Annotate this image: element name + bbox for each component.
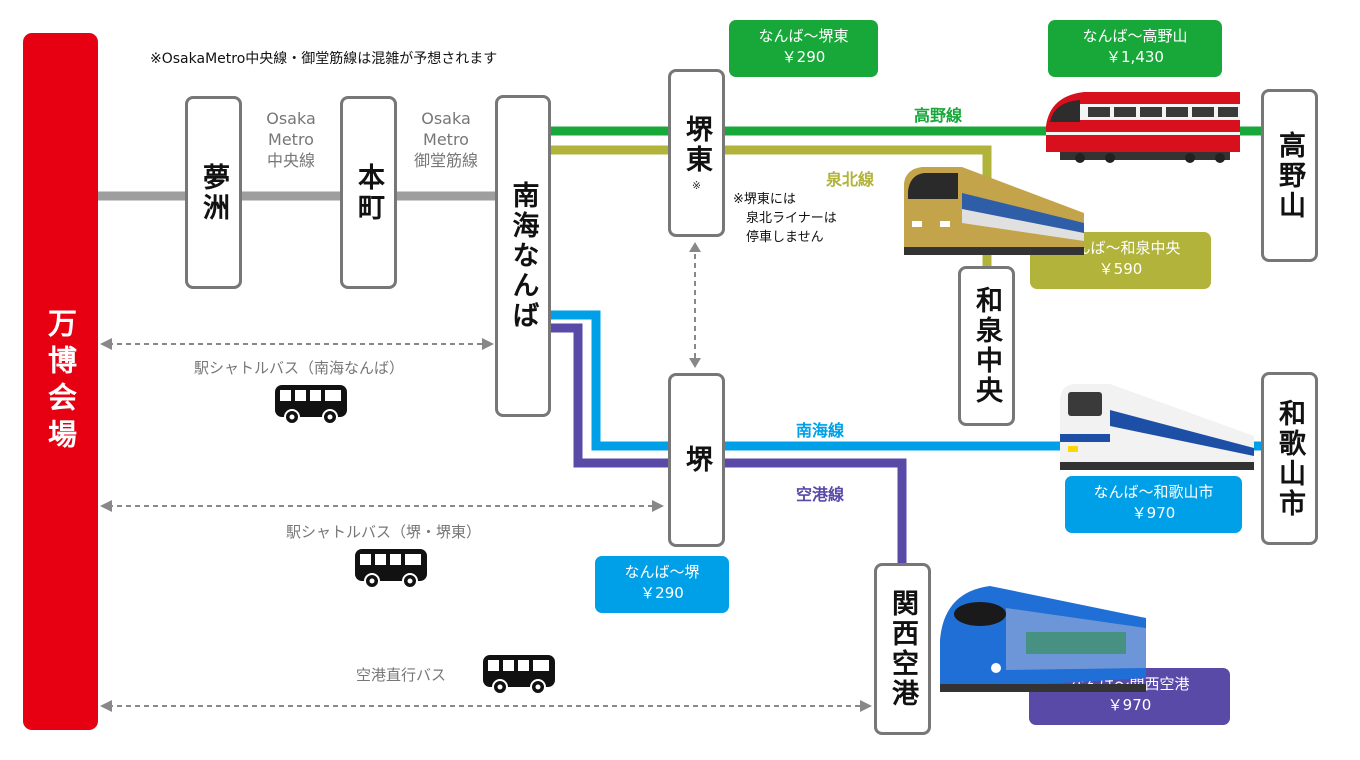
bus-icon [275,385,347,425]
station-namba-label: 南海なんば [507,181,539,331]
station-sakai[interactable]: 堺 [668,373,725,547]
station-sakai-label: 堺 [681,445,712,475]
station-yumeshima-label: 夢洲 [198,162,229,223]
station-sakaihigashi[interactable]: 堺東 ※ [668,69,725,237]
station-yumeshima[interactable]: 夢洲 [185,96,242,289]
bus-icon [483,655,555,695]
station-koyasan[interactable]: 高野山 [1261,89,1318,262]
sakaihigashi-note-2: 泉北ライナーは [746,211,837,226]
nankai-line-label: 南海線 [796,421,845,440]
fare-sakai: なんば〜堺 ￥290 [595,556,729,613]
fare-izumichuo-route: なんば〜和泉中央 [1060,239,1181,257]
sakaihigashi-note-1: ※堺東には [733,192,796,207]
fare-wakayamashi: なんば〜和歌山市 ￥970 [1065,476,1242,533]
station-namba[interactable]: 南海なんば [495,95,551,417]
fare-sakai-route: なんば〜堺 [624,563,700,581]
station-kansai-airport[interactable]: 関西空港 [874,563,931,735]
gold-senboku-liner-train-icon [904,167,1084,255]
fare-koyasan: なんば〜高野山 ￥1,430 [1048,20,1222,77]
nankai-main-line [548,310,1262,451]
bus-airport-label: 空港直行バス [356,666,447,684]
station-sakaihigashi-mark: ※ [691,178,702,192]
metro-midosuji-label: Osaka Metro 御堂筋線 [398,108,494,171]
fare-koyasan-price: ￥1,430 [1106,48,1164,66]
station-koyasan-label: 高野山 [1274,130,1305,221]
senboku-line-label: 泉北線 [826,170,875,189]
blue-white-southern-train-icon [1060,384,1254,470]
fare-izumichuo-price: ￥590 [1098,260,1143,278]
bus-route-arrows [108,343,864,707]
fare-kansai-airport-price: ￥970 [1107,696,1152,714]
station-honmachi-label: 本町 [353,162,384,223]
metro-midosuji-label-3: 御堂筋線 [413,151,478,170]
fare-sakaihigashi-price: ￥290 [781,48,826,66]
airport-line [548,323,907,566]
koya-line-label: 高野線 [914,106,963,125]
metro-midosuji-label-1: Osaka [421,109,471,128]
metro-chuo-label: Osaka Metro 中央線 [244,108,338,171]
station-wakayamashi[interactable]: 和歌山市 [1261,372,1318,545]
station-izumichuo-label: 和泉中央 [971,286,1002,406]
fare-wakayamashi-route: なんば〜和歌山市 [1093,483,1214,501]
station-kansai-airport-label: 関西空港 [887,589,918,709]
station-wakayamashi-label: 和歌山市 [1274,398,1305,519]
fare-sakaihigashi: なんば〜堺東 ￥290 [729,20,878,77]
expo-venue-label: 万博会場 [43,307,78,456]
airport-line-label: 空港線 [796,485,845,504]
fare-wakayamashi-price: ￥970 [1131,504,1176,522]
metro-chuo-label-1: Osaka [266,109,316,128]
sakaihigashi-note-3: 停車しません [746,230,824,245]
blue-rapit-train-icon [940,586,1146,692]
metro-chuo-label-3: 中央線 [266,151,315,170]
fare-koyasan-route: なんば〜高野山 [1082,27,1188,45]
expo-venue: 万博会場 [23,33,98,730]
metro-midosuji-label-2: Metro [423,130,469,149]
bus-namba-label: 駅シャトルバス（南海なんば） [194,359,405,377]
fare-sakaihigashi-route: なんば〜堺東 [758,27,849,45]
metro-chuo-label-2: Metro [268,130,314,149]
sakaihigashi-note: ※堺東には 泉北ライナーは 停車しません [733,190,837,247]
station-honmachi[interactable]: 本町 [340,96,397,289]
red-limited-express-train-icon [1046,92,1240,163]
fare-sakai-price: ￥290 [640,584,684,602]
congestion-notice: ※OsakaMetro中央線・御堂筋線は混雑が予想されます [150,51,498,67]
station-sakaihigashi-label: 堺東 [681,114,712,175]
bus-icon [355,549,427,589]
station-izumichuo[interactable]: 和泉中央 [958,266,1015,426]
bus-sakai-label: 駅シャトルバス（堺・堺東） [286,523,482,541]
